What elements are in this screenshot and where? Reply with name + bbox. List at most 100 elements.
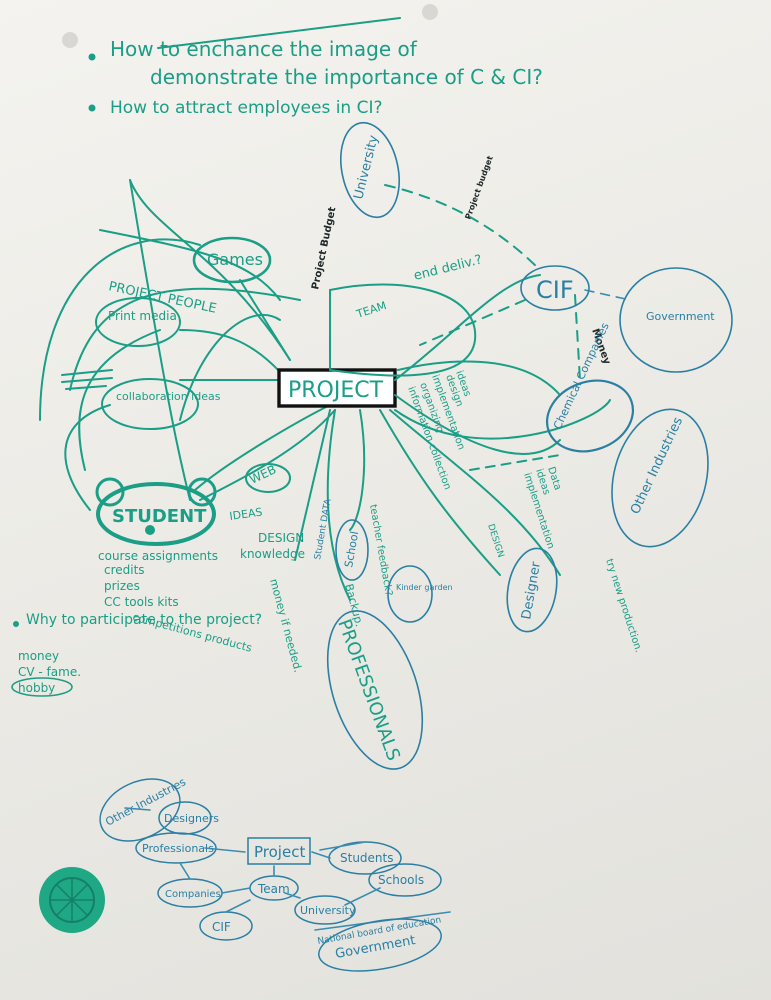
- print-media-label: Print media: [108, 309, 177, 323]
- connector: [326, 409, 351, 601]
- university-label: University: [351, 133, 381, 201]
- designer-label: Designer: [519, 560, 544, 621]
- other-industries-label: Other Industries: [628, 415, 686, 517]
- web-label: WEB: [247, 462, 278, 486]
- bottom-project-label: Project: [254, 843, 305, 861]
- dashed-link: [574, 294, 581, 381]
- bottom-university-label: University: [300, 904, 356, 917]
- connector: [394, 394, 561, 455]
- dashed-link: [584, 289, 631, 301]
- connector: [389, 409, 561, 576]
- connector: [394, 399, 611, 440]
- bottom-government-node: [318, 918, 442, 972]
- scribble: [61, 369, 113, 390]
- connector: [397, 360, 561, 396]
- kindergarden-node: [387, 565, 433, 623]
- bottom-arrows: [124, 807, 381, 913]
- project-budget-label: Project Budget: [310, 206, 338, 291]
- bottom-university-node: [294, 895, 356, 925]
- professionals-node: [326, 610, 424, 770]
- connector: [199, 409, 336, 501]
- designer-node: [506, 547, 558, 633]
- bottom-schools-label: Schools: [378, 873, 424, 887]
- why-item: CV - fame.: [18, 665, 81, 679]
- bottom-cif-label: CIF: [212, 920, 231, 934]
- why-item: money: [18, 649, 59, 663]
- government-label: Government: [646, 310, 715, 323]
- collaboration-node: [101, 378, 199, 430]
- university-node: [340, 121, 400, 219]
- try-new-label: try new production.: [603, 558, 644, 654]
- hole-left-icon: [62, 32, 78, 48]
- hobby-circle: [11, 677, 73, 697]
- bottom-project-box: [247, 837, 311, 865]
- student-bullet: course assignments: [98, 549, 218, 563]
- bottom-schools-node: [368, 863, 442, 897]
- why-item: hobby: [18, 681, 55, 695]
- header-line2: How to attract employees in CI?: [110, 98, 383, 118]
- connector: [239, 279, 291, 361]
- why-title: Why to participate to the project?: [26, 612, 262, 628]
- project-label: PROJECT: [288, 378, 384, 403]
- professionals-label: PROFESSIONALS: [333, 617, 404, 764]
- end-deliv-label: end deliv.?: [412, 252, 483, 283]
- bullet-icon: [88, 104, 96, 112]
- connector: [39, 238, 201, 421]
- games-node: [192, 236, 272, 284]
- dashed-link: [469, 454, 561, 471]
- connector: [129, 179, 291, 361]
- connector: [394, 274, 541, 381]
- hole-right-icon: [422, 4, 438, 20]
- print-media-node: [95, 297, 181, 347]
- bottom-team-label: Team: [257, 882, 290, 896]
- chemical-node: [545, 379, 635, 453]
- money-if-needed-label: money if needed.: [267, 577, 304, 673]
- connector: [179, 329, 281, 373]
- connector: [379, 409, 501, 576]
- student-bullet: CC tools kits: [104, 595, 179, 609]
- header-line1-struck: How to enchance the image of: [110, 37, 418, 61]
- design-note: DESIGN: [258, 531, 304, 545]
- student-bullet: prizes: [104, 579, 140, 593]
- school-label: School: [342, 530, 361, 568]
- team-loop: [329, 283, 477, 377]
- connector: [64, 404, 111, 511]
- project-box: [277, 368, 397, 408]
- games-label: Games: [207, 250, 263, 269]
- strike-line: [157, 17, 401, 49]
- cif-node: [520, 265, 590, 311]
- bottom-students-label: Students: [340, 851, 394, 865]
- bear-nose-icon: [145, 525, 155, 535]
- bear-ear-icon: [187, 477, 217, 507]
- web-node: [245, 463, 291, 493]
- collaboration-label: collaboration ideas: [116, 390, 221, 403]
- bottom-designers-label: Designers: [164, 812, 219, 825]
- connector: [78, 329, 161, 471]
- connector: [179, 314, 281, 421]
- bottom-professionals-label: Professionals: [142, 842, 214, 855]
- cif-label: CIF: [536, 276, 574, 304]
- bottom-companies-label: Companies: [165, 889, 221, 900]
- school-node: [335, 519, 369, 581]
- ideas-note: IDEAS: [229, 505, 264, 522]
- student-node: [96, 482, 216, 546]
- connector: [129, 179, 191, 501]
- student-bullet: credits: [104, 563, 145, 577]
- bullet-icon: [88, 53, 96, 61]
- design-link-label: DESIGN: [485, 523, 505, 559]
- sub-budget-label: Project budget: [463, 155, 494, 221]
- connector: [99, 229, 281, 301]
- knowledge-note: knowledge: [240, 547, 305, 561]
- student-label: STUDENT: [112, 506, 207, 527]
- header-line1: demonstrate the importance of C & CI?: [150, 65, 543, 89]
- dashed-link: [384, 184, 541, 271]
- bullet-icon: [13, 621, 19, 627]
- kindergarden-label: Kinder garden: [396, 583, 453, 592]
- connector: [349, 409, 366, 531]
- team-label: TEAM: [354, 299, 388, 321]
- government-node: [619, 267, 733, 373]
- seal-pattern-icon: [50, 878, 94, 922]
- dashed-link: [419, 299, 526, 346]
